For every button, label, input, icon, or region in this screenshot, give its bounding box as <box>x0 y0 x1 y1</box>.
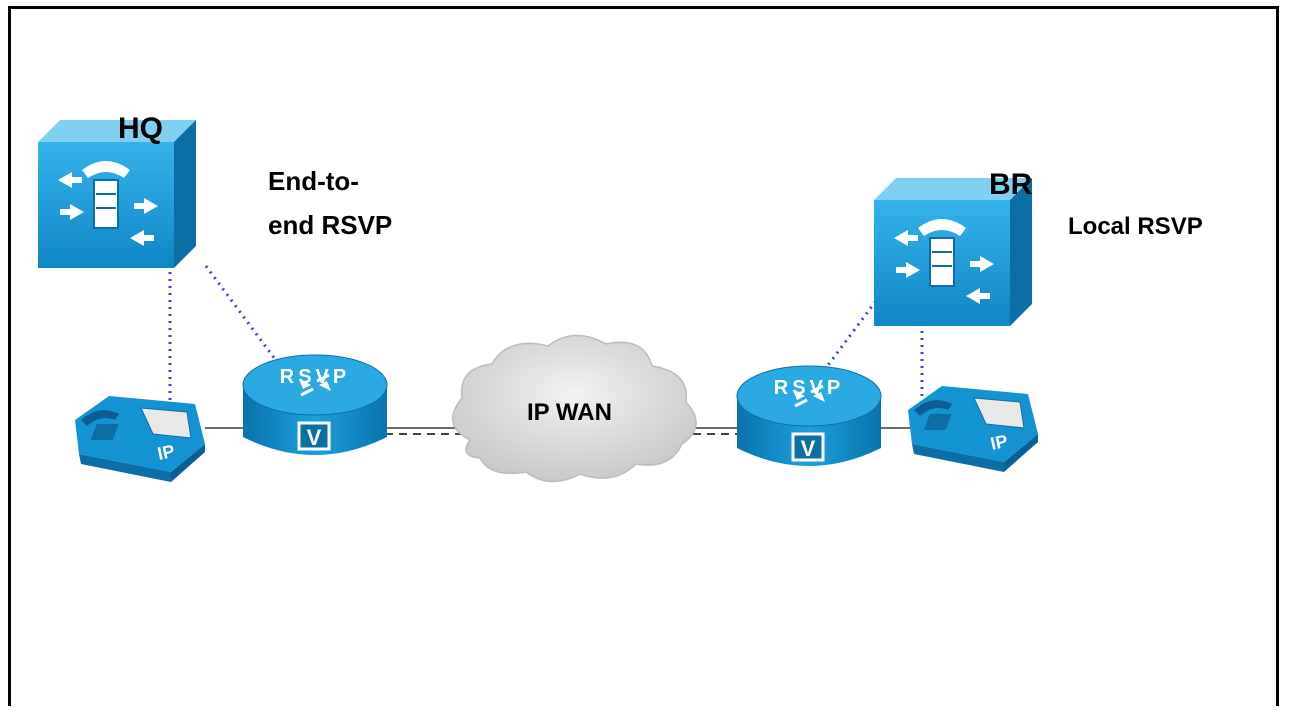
hq-call-manager-icon <box>37 119 197 269</box>
diagram-frame <box>8 6 1279 706</box>
br-rsvp-router-icon: RSVP V <box>735 364 883 468</box>
hq-rsvp-router-icon: RSVP V <box>241 353 389 457</box>
hq-rsvp-label-line1: End-to- <box>268 166 359 196</box>
br-router-rsvp-text: RSVP <box>774 377 844 399</box>
hq-phone-ip-text: IP <box>156 441 177 464</box>
ip-wan-label: IP WAN <box>527 399 612 426</box>
ip-wan-cloud-icon <box>452 334 697 483</box>
hq-router-badge: V <box>307 425 322 450</box>
br-router-badge: V <box>801 436 816 461</box>
hq-rsvp-label-line2: end RSVP <box>268 210 392 240</box>
br-rsvp-label: Local RSVP <box>1068 213 1203 240</box>
br-ip-phone-icon: IP <box>907 385 1039 473</box>
hq-router-link <box>204 265 282 367</box>
hq-router-rsvp-text: RSVP <box>280 366 350 388</box>
hq-site-label: HQ <box>118 112 163 145</box>
br-site-label: BR <box>989 168 1033 201</box>
br-phone-ip-text: IP <box>989 431 1010 454</box>
hq-ip-phone-icon: IP <box>74 395 206 483</box>
